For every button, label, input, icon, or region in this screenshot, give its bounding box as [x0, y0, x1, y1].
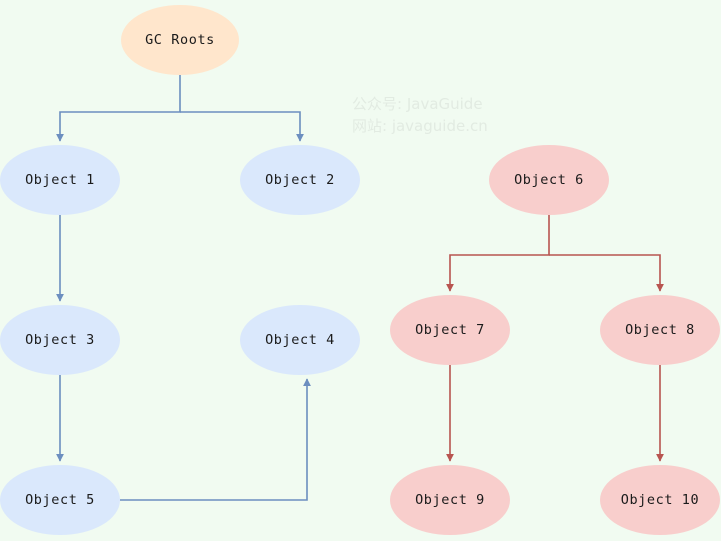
node-object-6-label: Object 6	[514, 171, 584, 188]
node-gc-roots-label: GC Roots	[145, 31, 215, 48]
edge-object6-object8	[549, 254, 664, 292]
node-object-3[interactable]: Object 3	[0, 305, 120, 375]
node-object-9[interactable]: Object 9	[390, 465, 510, 535]
node-object-4[interactable]: Object 4	[240, 305, 360, 375]
node-object-1-label: Object 1	[25, 171, 95, 188]
node-object-7[interactable]: Object 7	[390, 295, 510, 365]
node-object-4-label: Object 4	[265, 331, 335, 348]
node-object-5[interactable]: Object 5	[0, 465, 120, 535]
edge-gcroots-object1	[56, 75, 181, 142]
edge-object5-object4	[120, 378, 311, 501]
node-object-2-label: Object 2	[265, 171, 335, 188]
edge-gcroots-object2	[180, 111, 304, 142]
node-object-10-label: Object 10	[620, 491, 700, 508]
edge-object6-object7	[446, 215, 550, 292]
node-object-6[interactable]: Object 6	[489, 145, 609, 215]
node-object-8-label: Object 8	[625, 321, 695, 338]
watermark-line-1: 公众号: JavaGuide	[352, 95, 483, 113]
node-object-8[interactable]: Object 8	[600, 295, 720, 365]
node-object-10[interactable]: Object 10	[600, 465, 720, 535]
node-object-3-label: Object 3	[25, 331, 95, 348]
node-object-1[interactable]: Object 1	[0, 145, 120, 215]
node-object-2[interactable]: Object 2	[240, 145, 360, 215]
node-object-5-label: Object 5	[25, 491, 95, 508]
watermark: 公众号: JavaGuide 网站: javaguide.cn	[352, 93, 488, 137]
watermark-line-2: 网站: javaguide.cn	[352, 117, 488, 135]
node-object-9-label: Object 9	[415, 491, 485, 508]
node-object-7-label: Object 7	[415, 321, 485, 338]
node-gc-roots[interactable]: GC Roots	[121, 5, 239, 75]
